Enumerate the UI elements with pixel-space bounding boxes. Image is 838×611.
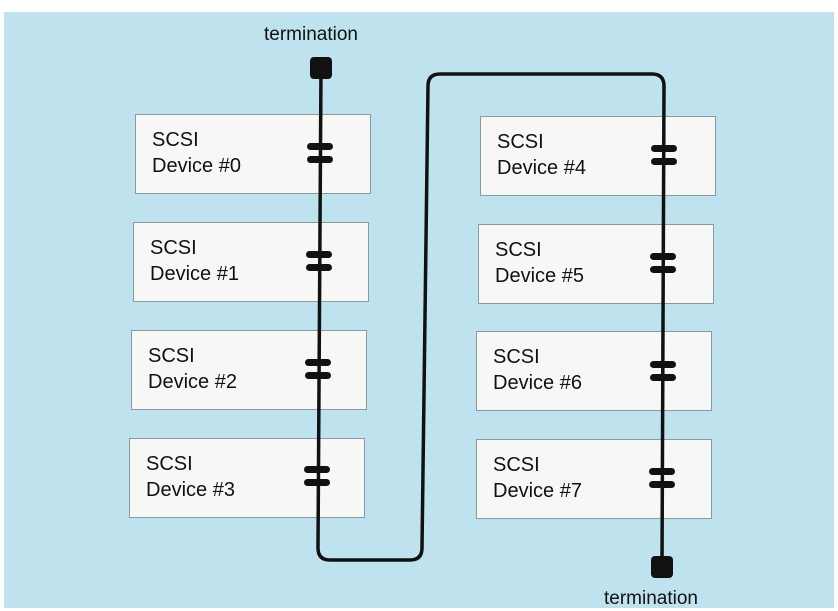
connector-device-1 [306,251,332,271]
device-box-7: SCSI Device #7 [476,439,712,519]
connector-device-7 [649,468,675,488]
device-0-type: SCSI [152,129,199,151]
connector-device-3 [304,466,330,486]
device-box-0: SCSI Device #0 [135,114,371,194]
connector-device-4 [651,145,677,165]
device-box-2: SCSI Device #2 [131,330,367,410]
connector-device-0 [307,143,333,163]
device-5-label: Device #5 [495,265,584,287]
device-4-type: SCSI [497,131,544,153]
device-1-type: SCSI [150,237,197,259]
connector-device-2 [305,359,331,379]
connector-device-6 [650,361,676,381]
connector-device-5 [650,253,676,273]
termination-bottom-label: termination [604,588,698,609]
device-4-label: Device #4 [497,157,586,179]
device-box-4: SCSI Device #4 [480,116,716,196]
device-box-3: SCSI Device #3 [129,438,365,518]
device-7-label: Device #7 [493,480,582,502]
device-2-label: Device #2 [148,371,237,393]
device-1-label: Device #1 [150,263,239,285]
device-box-6: SCSI Device #6 [476,331,712,411]
device-5-type: SCSI [495,239,542,261]
device-6-label: Device #6 [493,372,582,394]
device-7-type: SCSI [493,454,540,476]
device-box-1: SCSI Device #1 [133,222,369,302]
termination-top-block [310,57,332,79]
device-6-type: SCSI [493,346,540,368]
device-0-label: Device #0 [152,155,241,177]
device-3-label: Device #3 [146,479,235,501]
device-2-type: SCSI [148,345,195,367]
device-box-5: SCSI Device #5 [478,224,714,304]
termination-bottom-block [651,556,673,578]
termination-top-label: termination [264,24,358,45]
device-3-type: SCSI [146,453,193,475]
scsi-cable [316,67,666,567]
